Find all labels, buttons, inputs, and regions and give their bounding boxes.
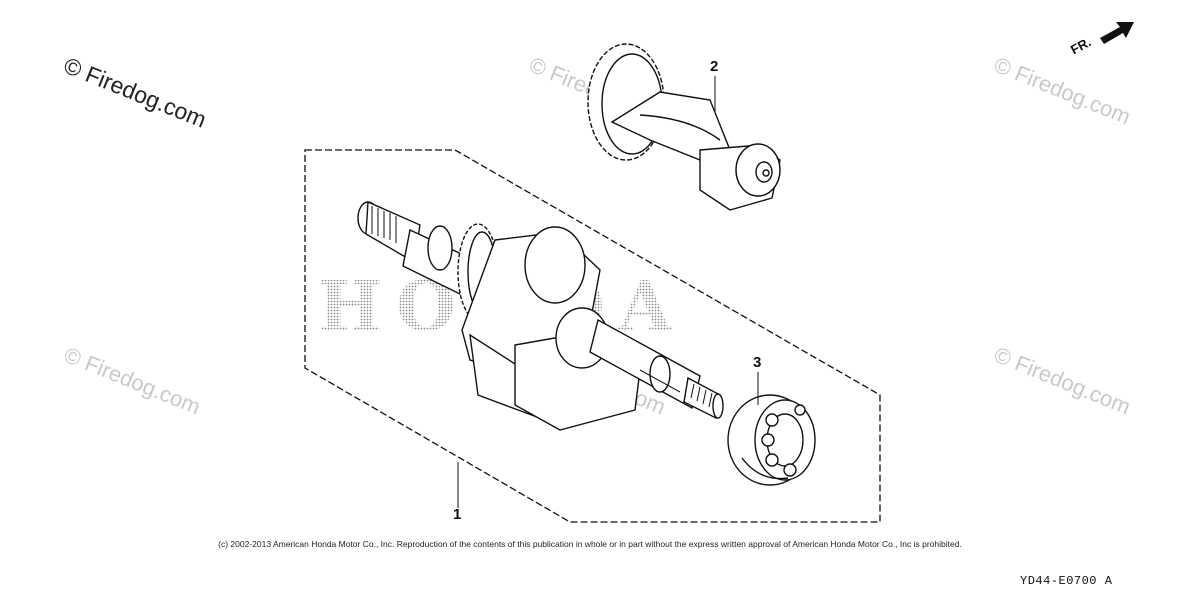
callout-part-3[interactable]: 3 bbox=[753, 354, 762, 371]
leader-lines bbox=[457, 76, 759, 508]
diagram-code: YD44-E0700 A bbox=[1020, 574, 1113, 588]
assembly-outline bbox=[304, 149, 881, 523]
callout-part-1[interactable]: 1 bbox=[453, 506, 462, 523]
ball-bearing-icon bbox=[727, 394, 816, 486]
callout-part-2[interactable]: 2 bbox=[710, 58, 719, 75]
crankshaft-icon bbox=[357, 200, 724, 431]
copyright-notice: (c) 2002-2013 American Honda Motor Co., … bbox=[218, 539, 962, 549]
front-direction-arrow-icon bbox=[1100, 22, 1134, 44]
balancer-shaft-icon bbox=[587, 43, 781, 211]
